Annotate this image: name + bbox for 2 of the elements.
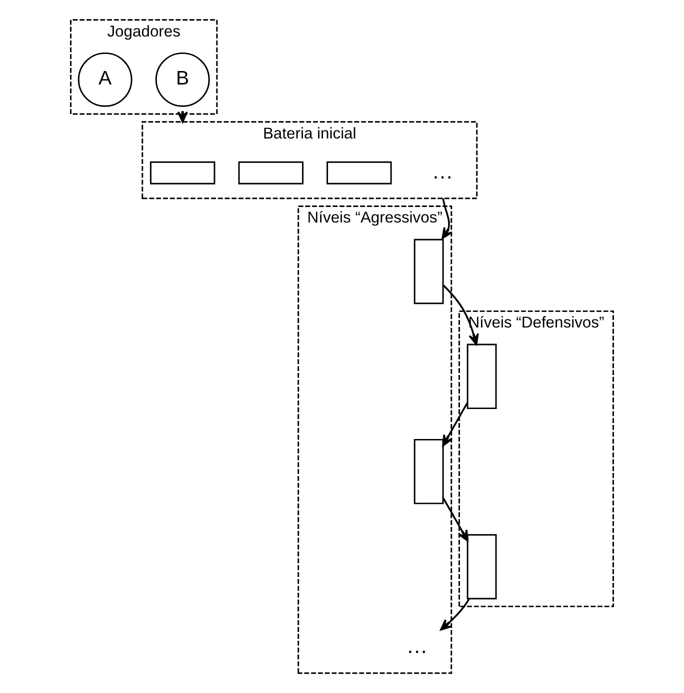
node-text: …	[432, 158, 454, 184]
node-text: …	[406, 633, 428, 658]
